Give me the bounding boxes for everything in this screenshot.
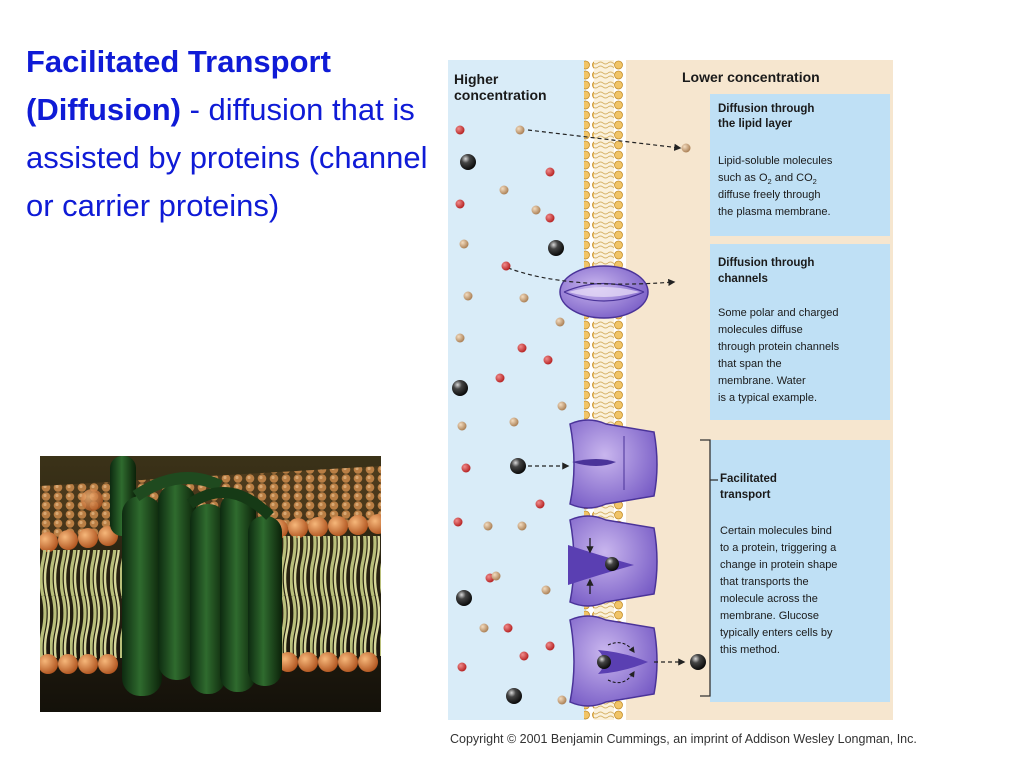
panel-title: Diffusion through: [718, 257, 814, 269]
panel-title: the lipid layer: [718, 118, 793, 130]
panel-channels: Diffusion through channels Some polar an…: [718, 257, 840, 404]
lower-label: Lower concentration: [682, 69, 820, 85]
panel-body-line: that transports the: [720, 576, 809, 588]
carrier-protein-release: [569, 615, 658, 707]
higher-label-2: concentration: [454, 87, 547, 103]
panel-body-line: the plasma membrane.: [718, 206, 831, 218]
panel-body-line: Certain molecules bind: [720, 525, 832, 537]
panel-body-line: this method.: [720, 644, 780, 656]
panel-title: channels: [718, 273, 768, 285]
higher-label-1: Higher: [454, 71, 499, 87]
panel-body-line: Lipid-soluble molecules: [718, 155, 833, 167]
slide-heading: Facilitated Transport (Diffusion) - diff…: [26, 38, 436, 230]
panel-title: Diffusion through: [718, 103, 814, 115]
copyright-text: Copyright © 2001 Benjamin Cummings, an i…: [450, 732, 917, 746]
panel-body-line: typically enters cells by: [720, 627, 833, 639]
membrane-protein-photo: [40, 456, 381, 712]
channel-protein: [559, 265, 649, 319]
panel-body-line: change in protein shape: [720, 559, 837, 571]
panel-body-line: to a protein, triggering a: [720, 542, 837, 554]
panel-body-line: membrane. Glucose: [720, 610, 819, 622]
heading-definition: - diffusion that is assisted by proteins…: [26, 92, 428, 223]
panel-body-line: through protein channels: [718, 341, 840, 353]
panel-title: transport: [720, 489, 771, 501]
membrane-diagram: Higher concentration Lower concentration…: [448, 60, 893, 720]
panel-body-line: that span the: [718, 358, 782, 370]
panel-title: Facilitated: [720, 473, 777, 485]
panel-body-line: Some polar and charged: [718, 307, 838, 319]
panel-facilitated: Facilitated transport Certain molecules …: [720, 473, 837, 656]
heading-term: Facilitated Transport (Diffusion): [26, 44, 331, 127]
carrier-protein-open: [569, 419, 658, 509]
panel-body-line: is a typical example.: [718, 392, 817, 404]
panel-body-line: such as O2 and CO2: [718, 172, 817, 186]
panel-body-line: diffuse freely through: [718, 189, 821, 201]
panel-lipid-layer: Diffusion through the lipid layer Lipid-…: [718, 103, 833, 218]
panel-body-line: molecule across the: [720, 593, 818, 605]
panel-body-line: membrane. Water: [718, 375, 806, 387]
panel-body-line: molecules diffuse: [718, 324, 803, 336]
